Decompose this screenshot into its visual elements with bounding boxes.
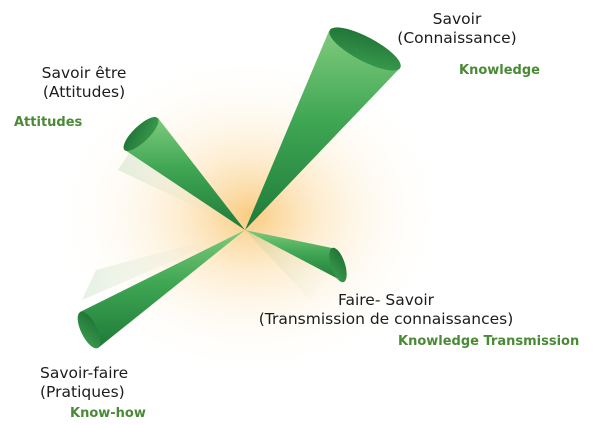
knowledge-french-line2: (Connaissance) [397, 29, 517, 47]
attitudes-french-label: Savoir être (Attitudes) [30, 64, 138, 102]
attitudes-french-line1: Savoir être [41, 64, 127, 82]
transmission-french-line1: Faire- Savoir [337, 291, 435, 309]
know-how-french-line2: (Pratiques) [40, 383, 125, 401]
attitudes-cone [123, 117, 245, 230]
know-how-english-label: Know-how [70, 406, 146, 421]
transmission-cone [245, 230, 347, 283]
knowledge-cone [245, 27, 401, 230]
know-how-cone [77, 230, 245, 349]
transmission-english-label: Knowledge Transmission [398, 334, 580, 349]
know-how-french-label: Savoir-faire (Pratiques) [40, 364, 128, 402]
attitudes-french-line2: (Attitudes) [42, 83, 126, 101]
attitudes-english-label: Attitudes [14, 115, 83, 130]
knowledge-french-label: Savoir (Connaissance) [392, 10, 522, 48]
knowledge-english-label: Knowledge [459, 63, 540, 78]
transmission-french-label: Faire- Savoir (Transmission de connaissa… [255, 291, 517, 329]
know-how-french-line1: Savoir-faire [40, 364, 129, 382]
transmission-french-line2: (Transmission de connaissances) [258, 310, 514, 328]
knowledge-french-line1: Savoir [432, 10, 482, 28]
